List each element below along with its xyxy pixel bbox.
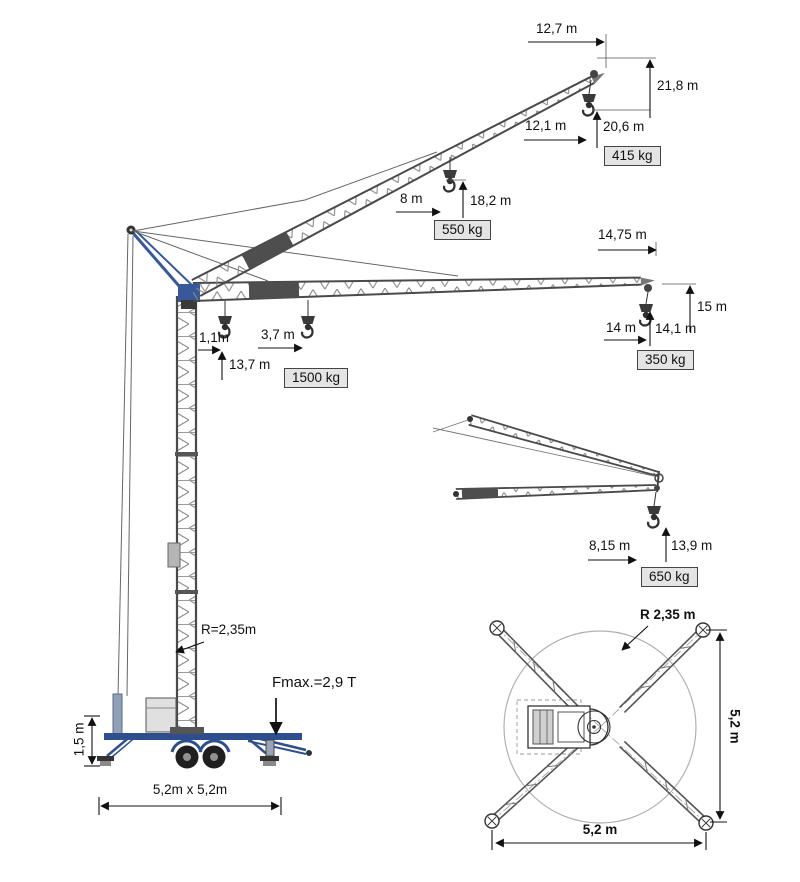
dim-footprint: 5,2m x 5,2m	[152, 782, 228, 797]
dim-tail-radius: R=2,35m	[201, 622, 257, 637]
trailer-base	[97, 693, 312, 769]
jib-raised	[190, 65, 611, 297]
dimension-arrows	[84, 37, 727, 850]
load-415kg: 415 kg	[604, 146, 661, 167]
dim-height-tip-raised: 21,8 m	[657, 78, 699, 93]
dim-height-hook-tip-horizontal: 14,1 m	[655, 321, 697, 336]
dim-radius-tip-raised: 12,7 m	[536, 21, 578, 36]
tower	[167, 296, 198, 738]
dim-jib-length: 14,75 m	[598, 227, 647, 242]
dim-plan-radius: R 2,35 m	[640, 607, 696, 622]
dim-plan-side-bottom: 5,2 m	[582, 822, 618, 837]
dim-height-hook-horizontal: 13,7 m	[229, 357, 271, 372]
plan-centerlines	[491, 627, 707, 824]
dim-radius-min: 1,1m	[199, 330, 230, 345]
load-650kg: 650 kg	[641, 567, 698, 588]
outrigger-pad	[489, 620, 505, 636]
dim-max-force: Fmax.=2,9 T	[272, 674, 357, 691]
dim-radius-tip-horizontal: 14 m	[606, 320, 637, 335]
dim-chassis-height: 1,5 m	[71, 722, 87, 757]
dim-height-hook-raised: 20,6 m	[603, 119, 645, 134]
horizontal-jib-hooks	[216, 284, 655, 339]
outrigger-pad	[698, 815, 714, 831]
jib-horizontal	[191, 272, 657, 302]
outrigger-pad	[484, 813, 500, 829]
dim-radius-near: 3,7 m	[261, 327, 295, 342]
load-350kg: 350 kg	[637, 350, 694, 371]
tower-top	[126, 225, 200, 309]
dim-height-mid-raised: 18,2 m	[470, 193, 512, 208]
plan-view	[484, 620, 714, 831]
dim-radius-folded: 8,15 m	[589, 538, 631, 553]
dim-radius-mid-raised: 8 m	[400, 191, 423, 206]
raised-jib-hooks	[441, 70, 598, 193]
dim-height-tip-horizontal: 15 m	[697, 299, 728, 314]
load-550kg: 550 kg	[434, 220, 491, 241]
load-1500kg: 1500 kg	[284, 368, 349, 389]
dim-radius-hook-raised: 12,1 m	[525, 118, 567, 133]
jib-folded-inset	[432, 414, 664, 529]
pendant-cables	[117, 151, 459, 697]
dim-height-folded: 13,9 m	[671, 538, 713, 553]
dim-plan-side-right: 5,2 m	[727, 709, 743, 744]
